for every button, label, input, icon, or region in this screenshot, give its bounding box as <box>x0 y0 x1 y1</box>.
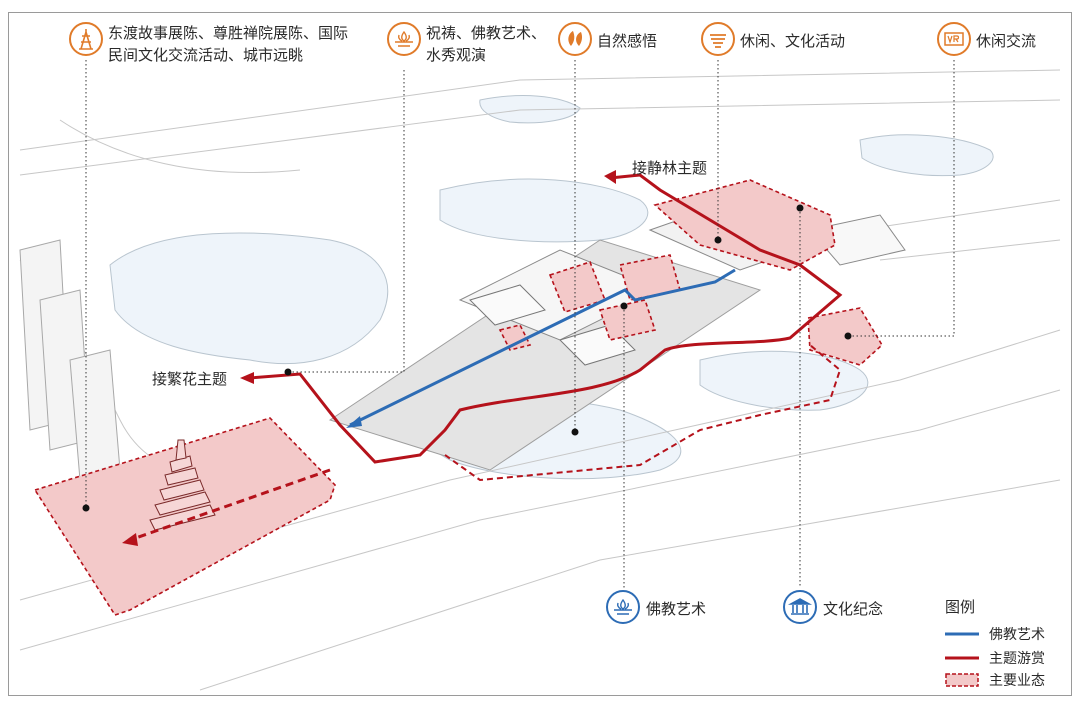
legend-item-buddhist-art: 佛教艺术 <box>945 624 1045 644</box>
callout-text: 休闲、文化活动 <box>740 30 845 52</box>
callout-text-line1: 祝祷、佛教艺术、 <box>426 22 546 44</box>
callout-text: 文化纪念 <box>823 598 883 620</box>
legend-swatch-red-line <box>945 651 979 665</box>
vr-icon <box>937 22 971 56</box>
callout-text: 自然感悟 <box>597 30 657 52</box>
legend-label: 主要业态 <box>989 670 1045 690</box>
route-label-left: 接繁花主题 <box>152 368 227 390</box>
museum-icon <box>783 590 817 624</box>
left-buildings <box>20 240 120 480</box>
lotus-icon <box>387 22 421 56</box>
callout-text-line2: 水秀观演 <box>426 44 486 66</box>
red-arrow-left <box>240 372 254 384</box>
legend-swatch-blue-line <box>945 627 979 641</box>
lotus-icon <box>606 590 640 624</box>
legend-label: 主题游赏 <box>989 648 1045 668</box>
red-arrow-right <box>604 170 616 184</box>
legend-item-main-business: 主要业态 <box>945 670 1045 690</box>
callout-text: 佛教艺术 <box>646 598 706 620</box>
legend-item-theme-tour: 主题游赏 <box>945 648 1045 668</box>
route-label-right: 接静林主题 <box>632 157 707 179</box>
legend-title: 图例 <box>945 596 975 617</box>
legend-label: 佛教艺术 <box>989 624 1045 644</box>
callout-text-line1: 东渡故事展陈、尊胜禅院展陈、国际 <box>108 22 348 44</box>
callout-text: 休闲交流 <box>976 30 1036 52</box>
legend-swatch-dashed-area <box>945 672 979 688</box>
leaf-icon <box>558 22 592 56</box>
tower-icon <box>69 22 103 56</box>
cloud-icon <box>701 22 735 56</box>
callout-text-line2: 民间文化交流活动、城市远眺 <box>108 44 303 66</box>
